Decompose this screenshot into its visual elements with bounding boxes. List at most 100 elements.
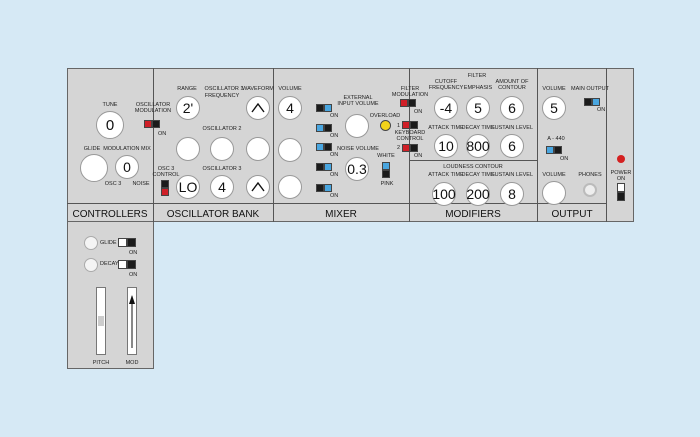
osc2-mix-switch[interactable]	[316, 143, 324, 151]
osc3-label: OSC 3	[104, 181, 122, 187]
tune-knob[interactable]: 0	[96, 111, 124, 139]
osc1-mix-switch[interactable]	[324, 104, 332, 112]
l-decay-label: DECAY TIME	[461, 172, 495, 178]
osc3-control-label-2: CONTROL	[152, 172, 180, 178]
loudness-contour-label: LOUDNESS CONTOUR	[443, 164, 503, 170]
power-switch[interactable]	[617, 183, 625, 192]
main-output-switch[interactable]	[592, 98, 600, 106]
osc3-volume-knob[interactable]	[278, 175, 302, 199]
ext-mix-switch[interactable]	[316, 124, 324, 132]
osc2-mix-switch-off[interactable]	[324, 143, 332, 151]
l-attack-label: ATTACK TIME	[428, 172, 464, 178]
mod-label: MOD	[125, 360, 139, 366]
contour-amount-label-1: AMOUNT OF	[495, 79, 529, 85]
glide-switch[interactable]	[127, 238, 136, 247]
triangle-wave-icon	[251, 182, 265, 192]
contour-amount-knob[interactable]: 6	[500, 96, 524, 120]
decay-knob[interactable]: 800	[466, 134, 490, 158]
ext-mix-switch-off[interactable]	[324, 124, 332, 132]
overload-led	[380, 120, 391, 131]
waveform-label: WAVEFORM	[242, 86, 274, 92]
divider	[606, 68, 607, 222]
decay-switch[interactable]	[127, 260, 136, 269]
output-volume-label: VOLUME	[542, 86, 566, 92]
osc3-waveform-knob[interactable]	[246, 175, 270, 199]
overload-label: OVERLOAD	[369, 113, 401, 119]
osc2-freq-knob[interactable]	[210, 137, 234, 161]
osc-mod-switch-off[interactable]	[152, 120, 160, 128]
filter-mod-switch[interactable]	[400, 99, 408, 107]
osc3-control-switch-off[interactable]	[161, 180, 169, 188]
glide-knob[interactable]	[80, 154, 108, 182]
noise-label: NOISE	[132, 181, 150, 187]
osc3-range-knob[interactable]: LO	[176, 175, 200, 199]
kbd-control-switch-1-off[interactable]	[410, 121, 418, 129]
ext-input-knob[interactable]	[345, 114, 369, 138]
kbd-control-switch-2-off[interactable]	[410, 144, 418, 152]
cutoff-knob[interactable]: -4	[434, 96, 458, 120]
osc-mod-label-2: MODULATION	[134, 108, 172, 114]
arrow-up-icon	[129, 295, 135, 348]
a440-switch-off[interactable]	[554, 146, 562, 154]
l-sustain-label: SUSTAIN LEVEL	[490, 172, 534, 178]
noise-type-switch-white[interactable]	[382, 162, 390, 170]
pitch-wheel[interactable]	[96, 287, 106, 355]
osc1-waveform-knob[interactable]	[246, 96, 270, 120]
phones-jack[interactable]	[583, 183, 597, 197]
ext-on-label: ON	[330, 133, 339, 139]
output-volume2-knob[interactable]	[542, 181, 566, 205]
noise-type-switch-pink[interactable]	[382, 170, 390, 178]
range-knob[interactable]: 2'	[176, 96, 200, 120]
l-sustain-knob[interactable]: 8	[500, 182, 524, 206]
main-output-switch-off[interactable]	[584, 98, 592, 106]
attack-knob[interactable]: 10	[434, 134, 458, 158]
output-volume-knob[interactable]: 5	[542, 96, 566, 120]
osc3-label: OSCILLATOR 3	[202, 166, 242, 172]
filter-mod-switch-off[interactable]	[408, 99, 416, 107]
power-led	[617, 155, 625, 163]
osc2-on-label: ON	[330, 152, 339, 158]
osc2-range-knob[interactable]	[176, 137, 200, 161]
osc3-on-label: ON	[330, 193, 339, 199]
osc3-control-switch[interactable]	[161, 188, 169, 196]
noise-volume-knob[interactable]: 0.3	[345, 157, 369, 181]
kbd-control-label-1: KEYBOARD	[394, 130, 426, 136]
mixer-volume-label: VOLUME	[278, 86, 302, 92]
range-label: RANGE	[177, 86, 197, 92]
power-switch-off[interactable]	[617, 192, 625, 201]
osc1-mix-switch-off[interactable]	[316, 104, 324, 112]
divider	[153, 68, 154, 222]
wheel-panel	[67, 221, 154, 369]
noise-mix-switch[interactable]	[324, 163, 332, 171]
osc2-waveform-knob[interactable]	[246, 137, 270, 161]
glide-switch-off[interactable]	[118, 238, 127, 247]
kbd-control-switch-1[interactable]	[402, 121, 410, 129]
decay-button[interactable]	[84, 258, 98, 272]
sustain-label: SUSTAIN LEVEL	[490, 125, 534, 131]
a440-switch[interactable]	[546, 146, 554, 154]
mod-wheel[interactable]	[127, 287, 137, 355]
osc1-on-label: ON	[330, 113, 339, 119]
controllers-title: CONTROLLERS	[72, 209, 148, 220]
osc3-freq-knob[interactable]: 4	[210, 175, 234, 199]
kbd-control-switch-2[interactable]	[402, 144, 410, 152]
emphasis-knob[interactable]: 5	[466, 96, 490, 120]
ext-input-label-1: EXTERNAL	[343, 95, 373, 101]
sustain-knob[interactable]: 6	[500, 134, 524, 158]
tune-label: TUNE	[102, 102, 118, 108]
mod-mix-knob[interactable]: 0	[115, 155, 139, 179]
osc2-volume-knob[interactable]	[278, 138, 302, 162]
l-decay-knob[interactable]: 200	[466, 182, 490, 206]
main-output-on-label: ON	[597, 107, 606, 113]
noise-mix-switch-off[interactable]	[316, 163, 324, 171]
decay-switch-off[interactable]	[118, 260, 127, 269]
glide-button[interactable]	[84, 236, 98, 250]
osc1-volume-knob[interactable]: 4	[278, 96, 302, 120]
pitch-wheel-thumb[interactable]	[98, 316, 104, 326]
osc3-mix-switch-off[interactable]	[316, 184, 324, 192]
osc3-mix-switch[interactable]	[324, 184, 332, 192]
osc-mod-switch[interactable]	[144, 120, 152, 128]
divider	[537, 68, 538, 222]
l-attack-knob[interactable]: 100	[432, 182, 456, 206]
mod-mix-label: MODULATION MIX	[103, 146, 151, 152]
